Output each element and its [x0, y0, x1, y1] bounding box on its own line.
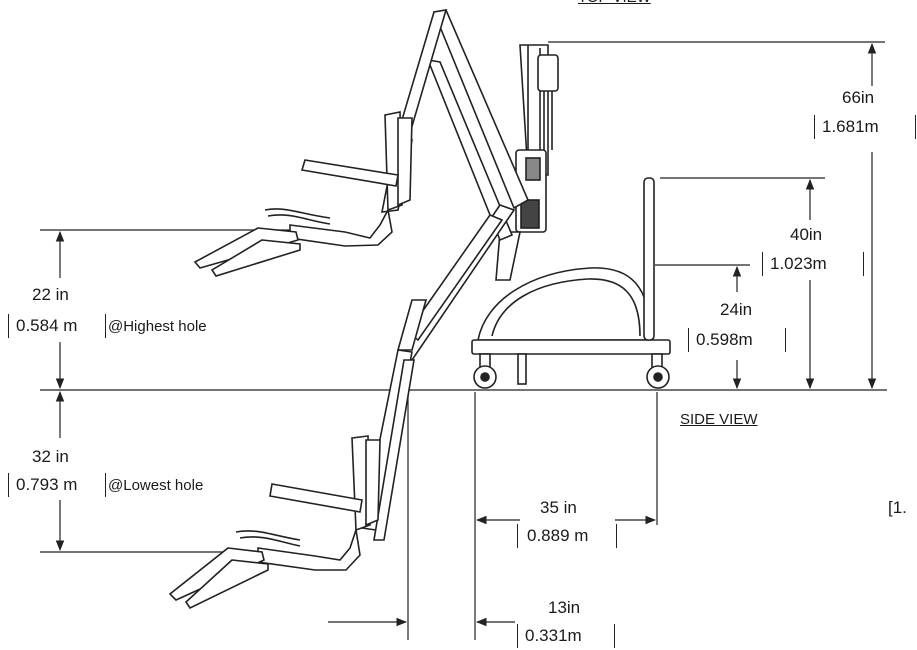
- overall-height-imperial: 66in: [842, 88, 875, 107]
- push-handle: [643, 177, 655, 341]
- upper-arm-assembly: [193, 9, 530, 277]
- lowest-hole-metric: 0.793 m: [16, 475, 78, 494]
- overall-height-metric: 1.681m: [822, 117, 879, 136]
- overall-height-bracket: [814, 115, 916, 139]
- base-height-metric: 0.598m: [696, 330, 753, 349]
- lowest-hole-note: @Lowest hole: [108, 477, 204, 494]
- side-view-label: SIDE VIEW: [680, 411, 758, 428]
- lift-mast: [495, 44, 559, 281]
- highest-hole-imperial: 22 in: [32, 285, 69, 304]
- lift-base: [471, 177, 671, 389]
- right-edge-partial: [1.: [888, 498, 907, 517]
- offset-bracket: [517, 624, 615, 648]
- lowest-hole-imperial: 32 in: [32, 447, 69, 466]
- handle-height-metric: 1.023m: [770, 254, 827, 273]
- top-view-partial-label: TOP VIEW: [578, 0, 651, 8]
- base-height-bracket: [688, 328, 786, 352]
- base-length-imperial: 35 in: [540, 498, 577, 517]
- highest-hole-note: @Highest hole: [108, 318, 207, 335]
- base-length-metric: 0.889 m: [527, 526, 589, 545]
- highest-hole-bracket: [8, 314, 106, 338]
- lower-arm-assembly: [168, 204, 516, 610]
- base-height-imperial: 24in: [720, 300, 753, 319]
- handle-height-imperial: 40in: [790, 225, 823, 244]
- highest-hole-metric: 0.584 m: [16, 316, 78, 335]
- lowest-hole-bracket: [8, 473, 106, 497]
- offset-metric: 0.331m: [525, 626, 582, 645]
- offset-imperial: 13in: [548, 598, 581, 617]
- base-length-bracket: [517, 524, 617, 548]
- handle-height-bracket: [762, 252, 864, 276]
